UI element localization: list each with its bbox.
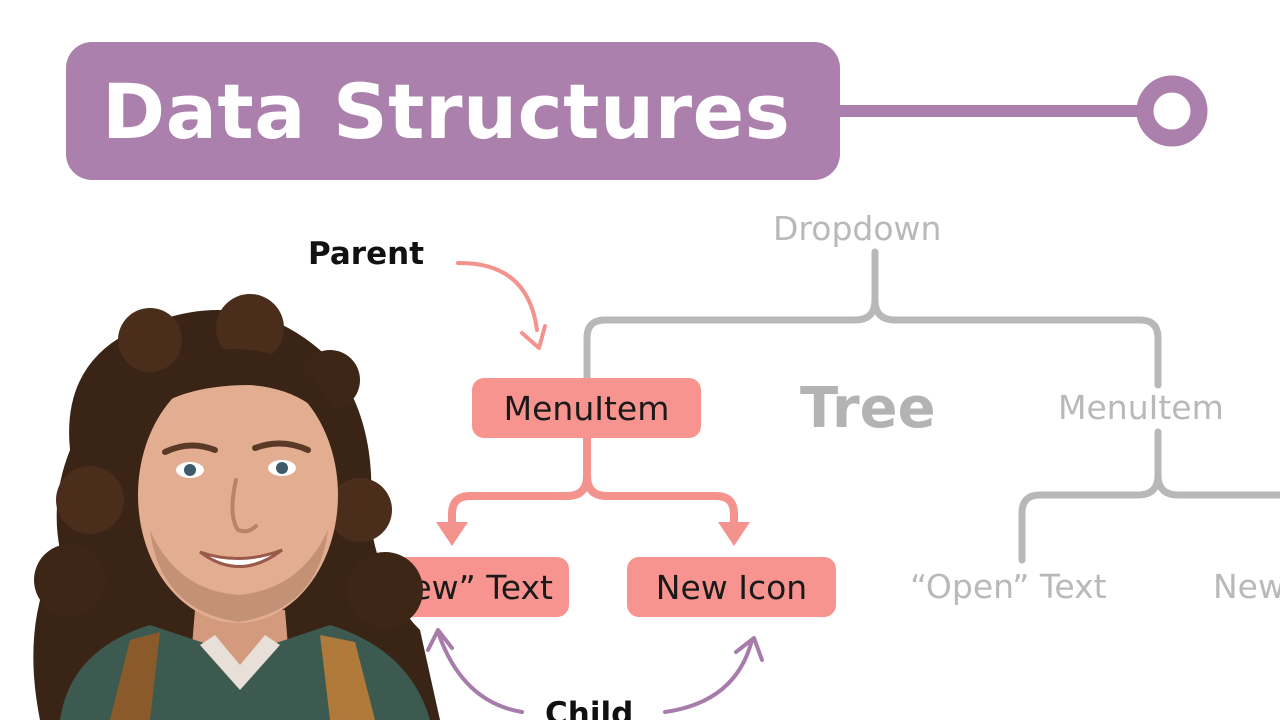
- node-open-text: “Open” Text: [910, 567, 1107, 606]
- child-arrow-left-curve: [436, 630, 524, 714]
- pink-arrowhead-left: [436, 522, 468, 546]
- parent-arrowhead: [520, 324, 547, 350]
- slide-title: Data Structures: [102, 66, 791, 156]
- grey-menuitem-branch: [1018, 428, 1280, 564]
- child-arrowhead-left: [426, 628, 454, 652]
- title-connector-node: [1136, 75, 1208, 147]
- child-arrowhead-right: [734, 636, 764, 662]
- child-label: Child: [545, 696, 634, 720]
- pink-arrowhead-right: [718, 522, 750, 546]
- presenter-illustration: [33, 294, 440, 720]
- presenter-avatar: [0, 290, 470, 720]
- node-menuitem-pink: MenuItem: [472, 378, 701, 438]
- node-new-icon-label: New Icon: [655, 567, 808, 607]
- node-dropdown: Dropdown: [773, 209, 942, 248]
- node-menuitem-grey: MenuItem: [1058, 388, 1224, 427]
- node-menuitem-pink-label: MenuItem: [503, 388, 670, 428]
- parent-arrow-curve: [456, 260, 539, 332]
- root-branch: [583, 248, 1162, 389]
- parent-label: Parent: [308, 236, 425, 272]
- tree-label: Tree: [800, 376, 936, 441]
- title-banner: Data Structures: [66, 42, 840, 180]
- child-arrow-right-curve: [663, 638, 754, 714]
- node-new-icon: New Icon: [627, 557, 836, 617]
- pink-menuitem-branch: [448, 433, 738, 532]
- node-new-partial: New: [1213, 567, 1280, 606]
